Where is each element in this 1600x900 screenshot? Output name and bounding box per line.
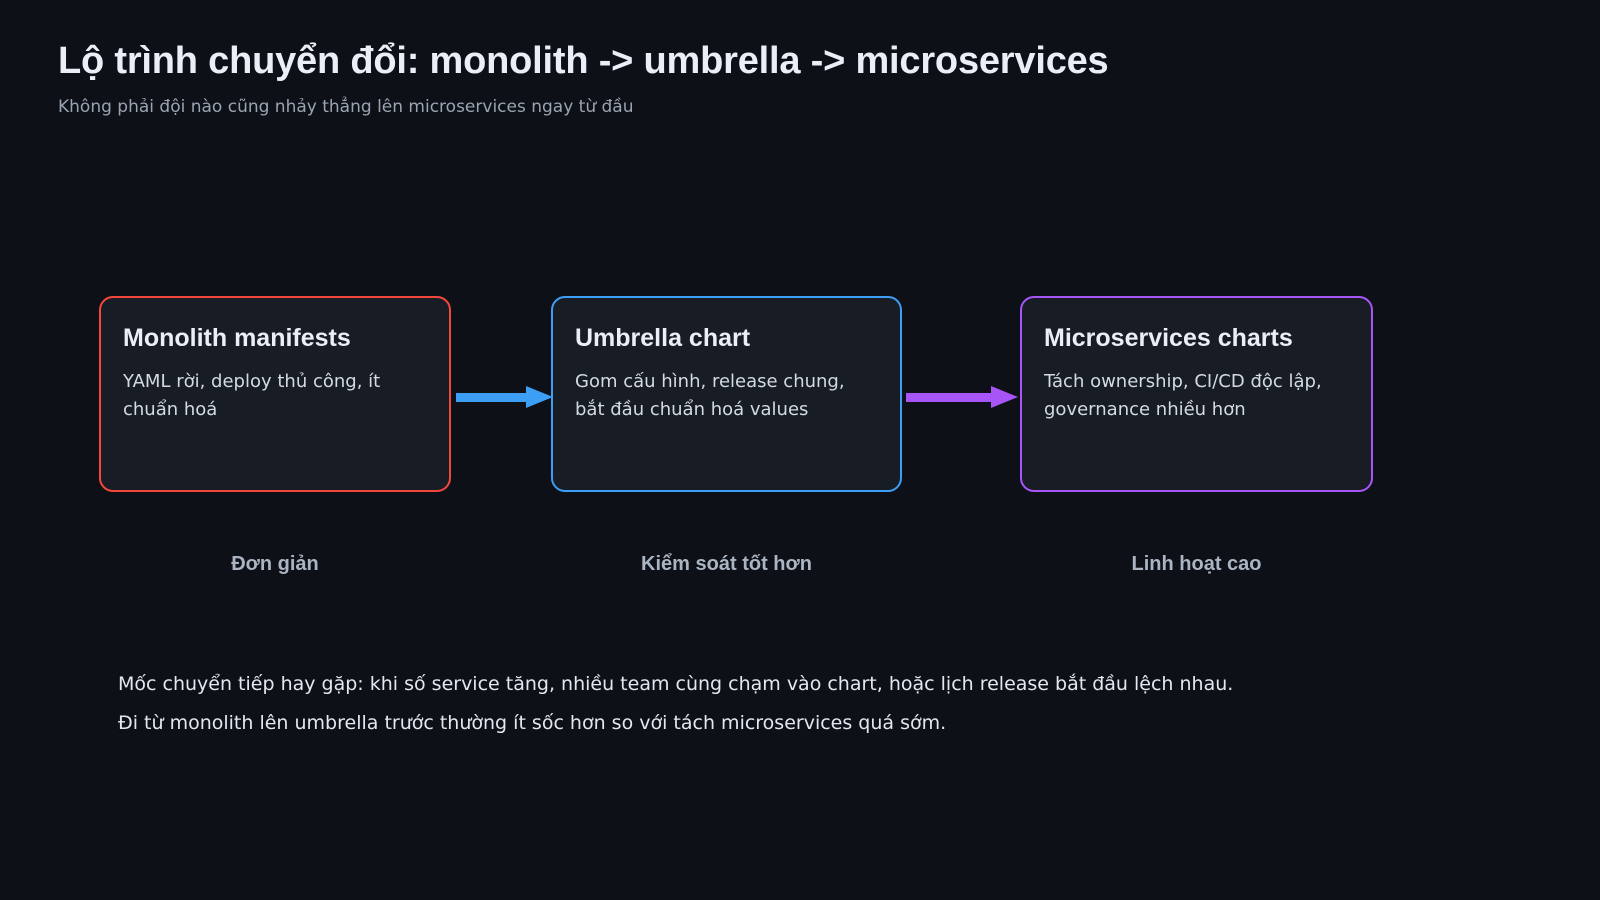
arrow-umbrella-to-microservices-icon (906, 383, 1018, 411)
stage-card-monolith-manifests[interactable]: Monolith manifests YAML rời, deploy thủ … (99, 296, 451, 492)
stage-caption-umbrella: Kiểm soát tốt hơn (641, 553, 812, 575)
stage-description: Gom cấu hình, release chung, bắt đầu chu… (575, 371, 845, 420)
stage-description: Tách ownership, CI/CD độc lập, governanc… (1044, 371, 1322, 420)
stage-title: Monolith manifests (123, 324, 351, 352)
footnote-line-1: Mốc chuyển tiếp hay gặp: khi số service … (118, 673, 1234, 695)
stage-title: Umbrella chart (575, 324, 751, 352)
footnote: Mốc chuyển tiếp hay gặp: khi số service … (118, 665, 1518, 743)
page-subtitle: Không phải đội nào cũng nhảy thẳng lên m… (58, 97, 634, 117)
footnote-line-2: Đi từ monolith lên umbrella trước thường… (118, 712, 947, 734)
stage-card-umbrella-chart[interactable]: Umbrella chart Gom cấu hình, release chu… (551, 296, 902, 492)
arrow-monolith-to-umbrella-icon (456, 383, 553, 411)
page-header: Lộ trình chuyển đổi: monolith -> umbrell… (58, 36, 1538, 120)
stage-caption-monolith: Đơn giản (231, 553, 319, 575)
stage-description: YAML rời, deploy thủ công, ít chuẩn hoá (123, 371, 381, 420)
stage-caption-microservices: Linh hoạt cao (1131, 553, 1262, 575)
page-title: Lộ trình chuyển đổi: monolith -> umbrell… (58, 40, 1109, 82)
stage-card-microservices-charts[interactable]: Microservices charts Tách ownership, CI/… (1020, 296, 1373, 492)
stage-title: Microservices charts (1044, 324, 1293, 352)
